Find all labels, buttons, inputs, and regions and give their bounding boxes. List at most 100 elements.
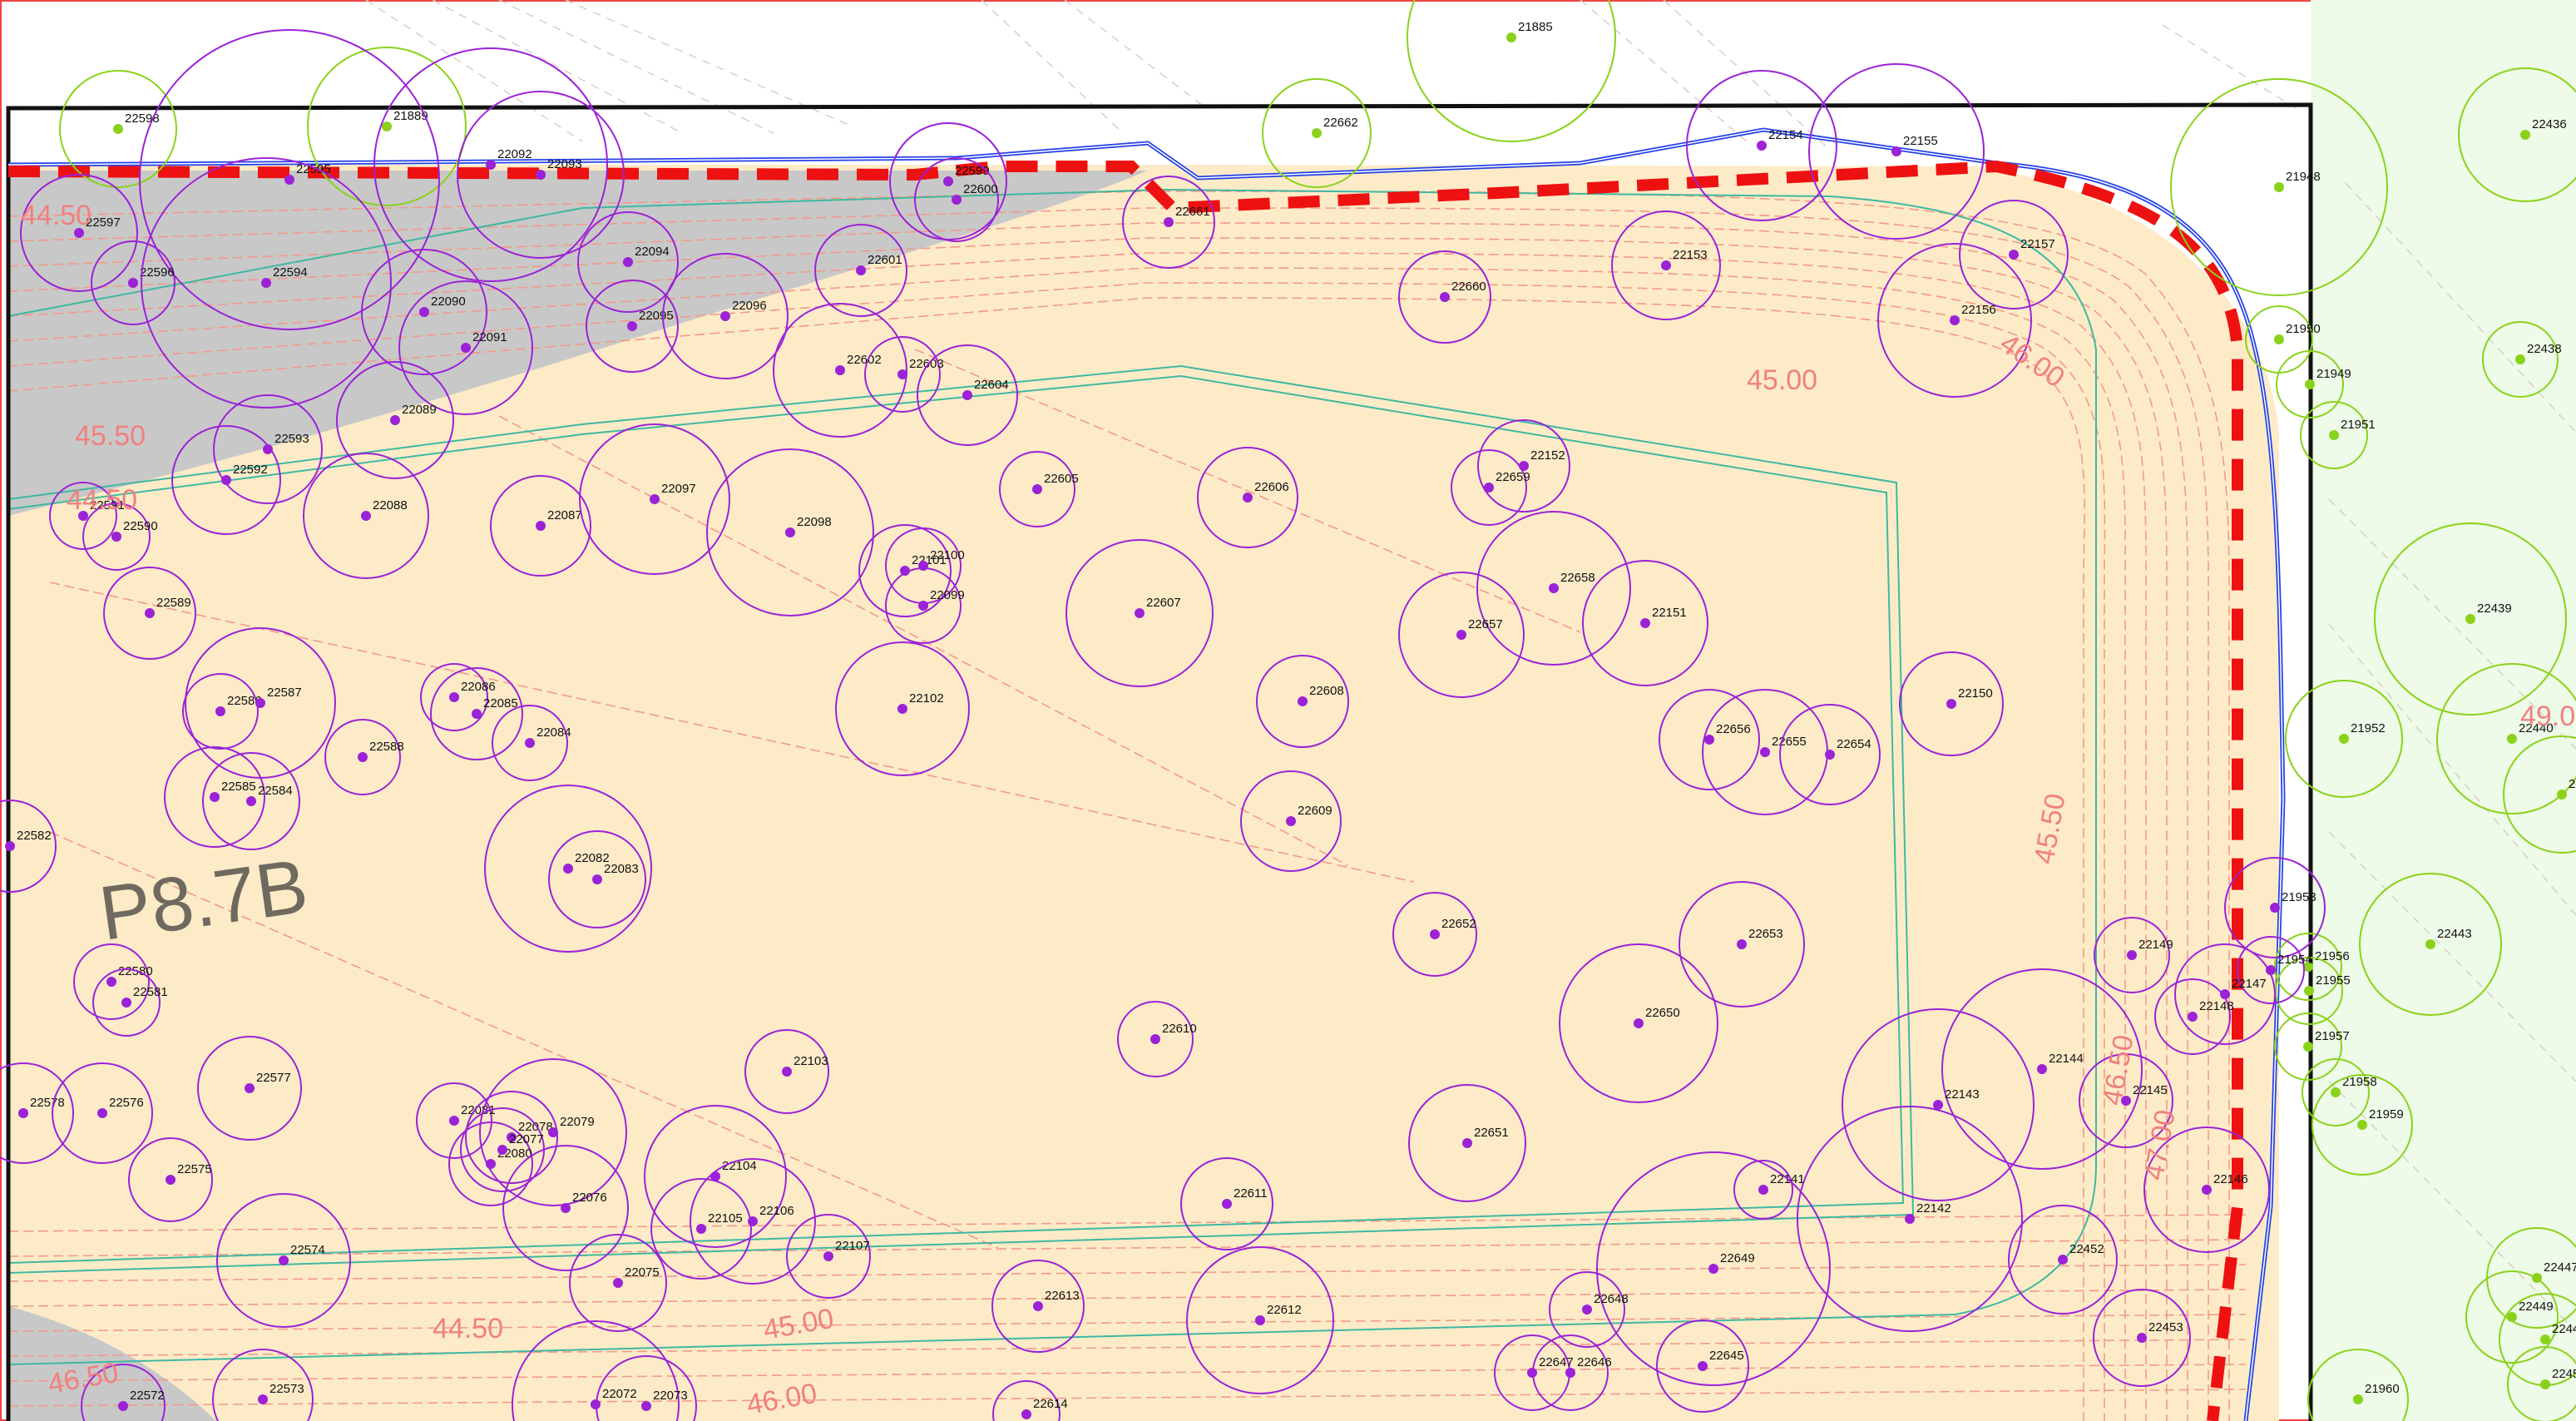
tree-existing-trunk[interactable]: [121, 998, 131, 1008]
tree-existing-canopy[interactable]: [1477, 419, 1570, 512]
tree-existing-canopy[interactable]: [430, 667, 523, 760]
tree-outside-trunk[interactable]: [2507, 734, 2517, 744]
tree-existing-trunk[interactable]: [166, 1175, 176, 1185]
tree-existing-trunk[interactable]: [561, 1203, 571, 1213]
tree-existing-canopy[interactable]: [596, 1355, 697, 1421]
tree-existing-canopy[interactable]: [139, 29, 440, 330]
tree-existing-canopy[interactable]: [690, 1158, 816, 1285]
tree-existing-trunk[interactable]: [1737, 939, 1747, 949]
tree-outside-canopy[interactable]: [2482, 321, 2559, 398]
tree-existing-canopy[interactable]: [479, 1058, 627, 1206]
tree-existing-canopy[interactable]: [2079, 1053, 2173, 1148]
tree-existing-trunk[interactable]: [2188, 1012, 2198, 1022]
tree-existing-trunk[interactable]: [900, 566, 910, 576]
tree-existing-canopy[interactable]: [82, 503, 151, 571]
tree-existing-trunk[interactable]: [461, 343, 471, 353]
tree-outside-canopy[interactable]: [1407, 0, 1616, 142]
tree-existing-trunk[interactable]: [78, 511, 88, 521]
tree-existing-canopy[interactable]: [2143, 1126, 2270, 1253]
tree-existing-canopy[interactable]: [1451, 449, 1527, 526]
tree-existing-trunk[interactable]: [261, 278, 271, 288]
tree-outside-canopy[interactable]: [1262, 78, 1372, 188]
tree-existing-canopy[interactable]: [1186, 1246, 1334, 1394]
tree-existing-trunk[interactable]: [548, 1127, 558, 1137]
tree-existing-canopy[interactable]: [182, 673, 259, 750]
tree-existing-trunk[interactable]: [1704, 735, 1714, 745]
tree-existing-trunk[interactable]: [74, 228, 84, 238]
tree-existing-trunk[interactable]: [856, 265, 866, 275]
tree-existing-canopy[interactable]: [91, 240, 176, 325]
tree-outside-trunk[interactable]: [2425, 939, 2435, 949]
tree-outside-trunk[interactable]: [2357, 1120, 2367, 1130]
tree-existing-trunk[interactable]: [419, 307, 429, 317]
tree-outside-canopy[interactable]: [2307, 1349, 2409, 1421]
tree-existing-trunk[interactable]: [591, 1399, 601, 1409]
tree-outside-trunk[interactable]: [2274, 334, 2284, 344]
tree-existing-trunk[interactable]: [1946, 699, 1956, 709]
tree-outside-trunk[interactable]: [113, 124, 123, 134]
tree-existing-canopy[interactable]: [81, 1364, 166, 1421]
tree-existing-trunk[interactable]: [1549, 583, 1559, 593]
tree-existing-canopy[interactable]: [1117, 1001, 1194, 1077]
tree-existing-trunk[interactable]: [835, 365, 845, 375]
tree-existing-canopy[interactable]: [1596, 1151, 1831, 1386]
tree-existing-trunk[interactable]: [952, 195, 962, 205]
tree-existing-canopy[interactable]: [569, 1234, 667, 1332]
tree-existing-canopy[interactable]: [92, 968, 161, 1037]
tree-existing-trunk[interactable]: [1757, 141, 1767, 151]
tree-existing-trunk[interactable]: [536, 170, 546, 180]
tree-existing-canopy[interactable]: [1797, 1106, 2023, 1332]
tree-existing-canopy[interactable]: [786, 1214, 871, 1299]
tree-existing-canopy[interactable]: [1733, 1160, 1793, 1220]
tree-existing-trunk[interactable]: [358, 752, 368, 762]
tree-outside-canopy[interactable]: [2285, 680, 2403, 798]
tree-existing-canopy[interactable]: [2174, 943, 2276, 1045]
tree-existing-trunk[interactable]: [5, 841, 15, 851]
tree-outside-trunk[interactable]: [1312, 128, 1322, 138]
tree-existing-trunk[interactable]: [613, 1278, 623, 1288]
tree-existing-trunk[interactable]: [1456, 630, 1466, 640]
tree-existing-trunk[interactable]: [641, 1401, 651, 1411]
tree-existing-canopy[interactable]: [706, 448, 874, 616]
tree-existing-canopy[interactable]: [103, 567, 196, 660]
tree-existing-canopy[interactable]: [885, 567, 962, 644]
tree-existing-canopy[interactable]: [1392, 892, 1477, 977]
tree-existing-canopy[interactable]: [1779, 704, 1881, 805]
tree-outside-trunk[interactable]: [382, 121, 392, 131]
tree-existing-trunk[interactable]: [449, 692, 459, 702]
tree-existing-canopy[interactable]: [1066, 539, 1214, 687]
tree-existing-trunk[interactable]: [111, 532, 121, 542]
tree-existing-trunk[interactable]: [486, 160, 496, 170]
tree-existing-trunk[interactable]: [118, 1401, 128, 1411]
tree-existing-trunk[interactable]: [1164, 217, 1174, 227]
tree-existing-canopy[interactable]: [1656, 1320, 1749, 1413]
tree-outside-canopy[interactable]: [2275, 957, 2343, 1025]
tree-outside-trunk[interactable]: [1506, 32, 1516, 42]
tree-outside-canopy[interactable]: [2503, 735, 2576, 854]
tree-outside-trunk[interactable]: [2303, 1042, 2313, 1052]
tree-existing-canopy[interactable]: [1240, 770, 1342, 872]
tree-existing-canopy[interactable]: [1686, 70, 1837, 221]
tree-existing-canopy[interactable]: [416, 1082, 492, 1159]
tree-existing-trunk[interactable]: [1634, 1018, 1644, 1028]
tree-existing-trunk[interactable]: [258, 1394, 268, 1404]
tree-existing-canopy[interactable]: [577, 211, 679, 313]
tree-outside-canopy[interactable]: [2311, 1074, 2413, 1176]
tree-existing-trunk[interactable]: [897, 369, 907, 379]
tree-existing-trunk[interactable]: [1582, 1305, 1592, 1315]
tree-outside-canopy[interactable]: [2170, 78, 2388, 296]
tree-existing-trunk[interactable]: [1825, 750, 1835, 760]
tree-existing-trunk[interactable]: [1891, 146, 1901, 156]
tree-existing-trunk[interactable]: [1758, 1185, 1768, 1195]
tree-existing-canopy[interactable]: [512, 1320, 680, 1421]
tree-existing-canopy[interactable]: [484, 785, 652, 953]
tree-existing-trunk[interactable]: [782, 1067, 792, 1077]
tree-existing-canopy[interactable]: [1611, 210, 1721, 320]
tree-existing-trunk[interactable]: [1032, 484, 1042, 494]
tree-existing-trunk[interactable]: [486, 1159, 496, 1169]
tree-existing-trunk[interactable]: [2121, 1096, 2131, 1106]
tree-existing-canopy[interactable]: [1899, 651, 2004, 756]
tree-existing-trunk[interactable]: [2009, 250, 2019, 260]
tree-existing-trunk[interactable]: [1021, 1409, 1031, 1419]
tree-existing-canopy[interactable]: [1408, 1084, 1526, 1202]
